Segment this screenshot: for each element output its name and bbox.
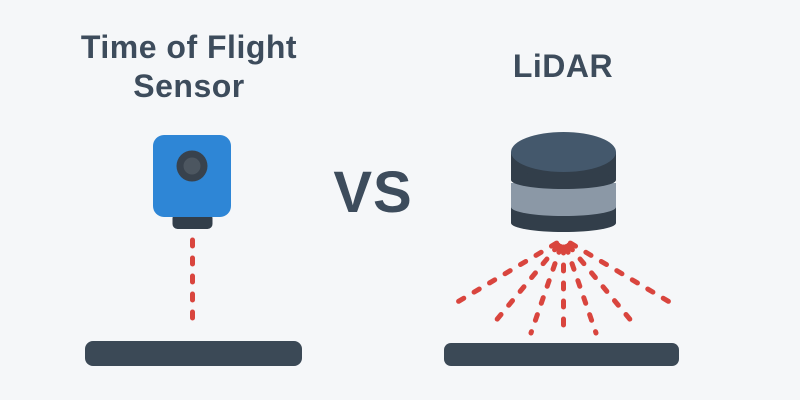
lidar-upper-band-curve bbox=[511, 171, 616, 189]
lidar-laser-beam bbox=[446, 236, 566, 310]
right-ground-platform bbox=[444, 343, 679, 366]
lidar-icon bbox=[511, 132, 616, 232]
left-title: Time of Flight Sensor bbox=[80, 29, 298, 104]
lidar-bottom-curve bbox=[511, 214, 616, 232]
lidar-top-face bbox=[511, 132, 616, 172]
lidar-beam-fan bbox=[446, 236, 681, 340]
lidar-light-band-curve bbox=[511, 198, 616, 216]
lidar-laser-beam bbox=[528, 236, 566, 336]
right-title: LiDAR bbox=[512, 48, 614, 84]
tof-sensor-icon bbox=[153, 135, 231, 229]
tof-sensor-lens-inner bbox=[183, 157, 201, 175]
lidar-laser-beam bbox=[561, 236, 599, 336]
lidar-laser-beam bbox=[561, 236, 636, 326]
lidar-laser-beam bbox=[491, 236, 566, 326]
versus-label: VS bbox=[333, 160, 413, 225]
left-ground-platform bbox=[85, 341, 302, 366]
lidar-laser-beam bbox=[561, 236, 681, 310]
